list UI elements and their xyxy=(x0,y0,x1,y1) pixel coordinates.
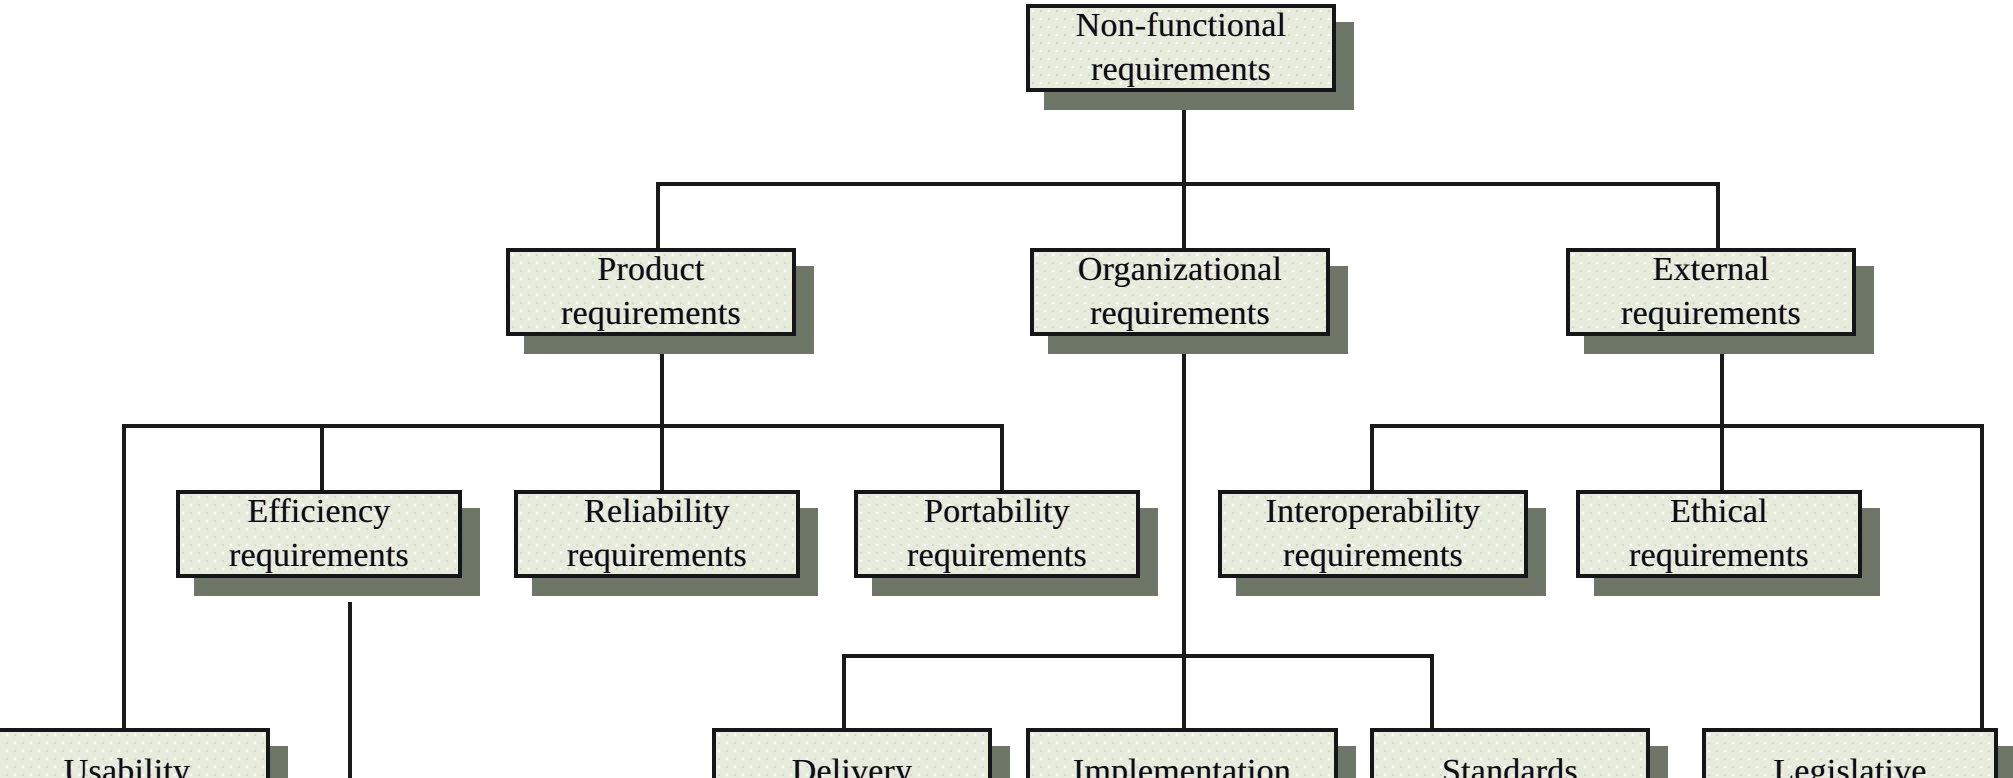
node-reliability-requirements[interactable]: Reliability requirements xyxy=(514,490,818,596)
node-label: Ethical requirements xyxy=(1629,493,1809,574)
edge-drop-legislative xyxy=(1980,424,1984,730)
node-efficiency-requirements[interactable]: Efficiency requirements xyxy=(176,490,480,596)
node-label: Legislative xyxy=(1773,753,1927,778)
edge-drop-organizational xyxy=(1182,182,1186,248)
node-label: Implementation xyxy=(1072,753,1292,778)
node-label: Organizational requirements xyxy=(1077,251,1283,332)
edge-product-bus xyxy=(122,424,1004,428)
node-non-functional-requirements[interactable]: Non-functional requirements xyxy=(1026,4,1354,110)
node-box: Product requirements xyxy=(506,248,796,336)
node-label: Reliability requirements xyxy=(567,493,747,574)
node-portability-requirements[interactable]: Portability requirements xyxy=(854,490,1158,596)
node-label: External requirements xyxy=(1621,251,1801,332)
node-box: Non-functional requirements xyxy=(1026,4,1336,92)
node-box: Reliability requirements xyxy=(514,490,800,578)
edge-drop-usability xyxy=(122,424,126,730)
edge-drop-portability xyxy=(1000,424,1004,490)
edge-external-bus xyxy=(1370,424,1984,428)
edge-drop-standards xyxy=(1430,654,1434,730)
node-delivery[interactable]: Delivery xyxy=(712,728,1010,778)
node-box: Interoperability requirements xyxy=(1218,490,1528,578)
node-box: Organizational requirements xyxy=(1030,248,1330,336)
node-legislative[interactable]: Legislative xyxy=(1702,728,2013,778)
node-implementation[interactable]: Implementation xyxy=(1026,728,1356,778)
node-box: Legislative xyxy=(1702,728,1998,778)
node-label: Usability xyxy=(63,753,191,778)
node-interoperability-requirements[interactable]: Interoperability requirements xyxy=(1218,490,1546,596)
node-organizational-requirements[interactable]: Organizational requirements xyxy=(1030,248,1348,354)
edge-drop-product xyxy=(656,182,660,248)
edge-drop-delivery xyxy=(842,654,846,730)
edge-external-stem xyxy=(1720,336,1724,428)
node-external-requirements[interactable]: External requirements xyxy=(1566,248,1874,354)
node-label: Delivery xyxy=(791,753,913,778)
node-box: Delivery xyxy=(712,728,992,778)
node-usability[interactable]: Usability xyxy=(0,728,288,778)
node-label: Efficiency requirements xyxy=(229,493,409,574)
node-box: Portability requirements xyxy=(854,490,1140,578)
edge-organizational-bus xyxy=(842,654,1434,658)
edge-organizational-stem xyxy=(1182,336,1186,658)
node-box: Implementation xyxy=(1026,728,1338,778)
node-label: Non-functional requirements xyxy=(1075,7,1287,88)
node-box: Efficiency requirements xyxy=(176,490,462,578)
node-product-requirements[interactable]: Product requirements xyxy=(506,248,814,354)
edge-drop-implementation xyxy=(1182,654,1186,730)
node-ethical-requirements[interactable]: Ethical requirements xyxy=(1576,490,1880,596)
edge-drop-ethical xyxy=(1720,424,1724,490)
edge-drop-efficiency xyxy=(320,424,324,490)
node-box: Usability xyxy=(0,728,270,778)
edge-level1-bus xyxy=(656,182,1720,186)
edge-drop-interoperability xyxy=(1370,424,1374,490)
node-label: Standards xyxy=(1442,753,1578,778)
node-box: Ethical requirements xyxy=(1576,490,1862,578)
node-box: External requirements xyxy=(1566,248,1856,336)
node-label: Product requirements xyxy=(561,251,741,332)
edge-drop-reliability xyxy=(660,424,664,490)
node-box: Standards xyxy=(1370,728,1650,778)
node-standards[interactable]: Standards xyxy=(1370,728,1668,778)
node-label: Interoperability requirements xyxy=(1265,493,1481,574)
edge-drop-external xyxy=(1716,182,1720,248)
edge-efficiency-stem xyxy=(348,602,352,778)
edge-root-stem xyxy=(1182,88,1186,184)
node-label: Portability requirements xyxy=(907,493,1087,574)
edge-product-stem xyxy=(660,336,664,428)
